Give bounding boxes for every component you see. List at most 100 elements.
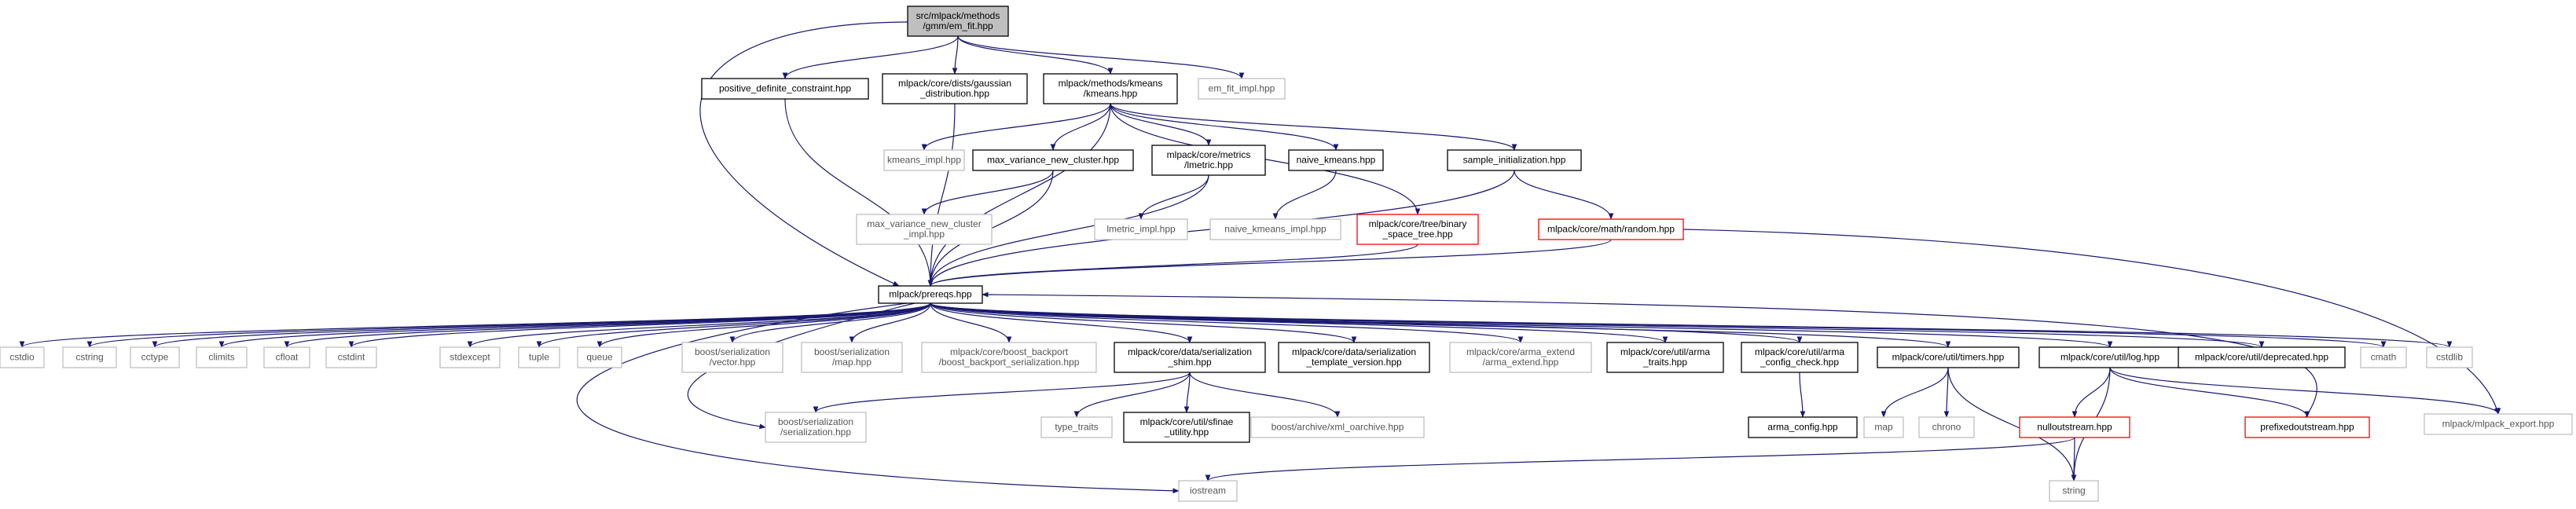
node-box: [1151, 145, 1266, 176]
node-label: /kmeans.hpp: [1084, 88, 1138, 99]
node-box: [1278, 342, 1430, 373]
node-box: [882, 73, 1028, 104]
edge-si-to-rnd: [1514, 170, 1614, 220]
node-label: /map.hpp: [832, 357, 872, 368]
node-sfu[interactable]: mlpack/core/util/sfinae_utility.hpp: [1123, 412, 1250, 443]
node-box: [2424, 413, 2573, 435]
node-box: [130, 346, 180, 368]
node-box: [196, 346, 248, 368]
node-label: mlpack/core/math/random.hpp: [1547, 224, 1675, 235]
node-box: [2244, 416, 2370, 438]
node-rnd[interactable]: mlpack/core/math/random.hpp: [1538, 218, 1684, 240]
node-box: [1114, 342, 1266, 373]
edge-pre-to-cstdio: [19, 302, 931, 348]
nodes-layer: src/mlpack/methods/gmm/em_fit.hpppositiv…: [0, 5, 2573, 502]
node-box: [263, 346, 310, 368]
node-box: [1209, 218, 1341, 240]
node-label: boost/serialization: [778, 416, 853, 427]
node-cstdlib: cstdlib: [2426, 346, 2473, 368]
node-kmimpl: kmeans_impl.hpp: [883, 149, 965, 171]
node-box: [1863, 416, 1904, 438]
node-label: mlpack/core/data/serialization: [1128, 346, 1252, 357]
node-box: [883, 149, 965, 171]
node-box: [2178, 346, 2346, 368]
node-box: [765, 412, 867, 443]
edge-nk-to-nki: [1272, 170, 1337, 220]
node-cstdint: cstdint: [325, 346, 377, 368]
node-label: nulloutstream.hpp: [2037, 422, 2112, 433]
node-si[interactable]: sample_initialization.hpp: [1447, 149, 1582, 171]
node-bst[interactable]: mlpack/core/tree/binary_space_tree.hpp: [1356, 214, 1479, 245]
edge-mvnc-to-mvnci: [921, 170, 1054, 215]
node-label: cstring: [75, 352, 103, 363]
node-cctype: cctype: [130, 346, 180, 368]
node-label: mlpack/core/util/arma: [1620, 346, 1710, 357]
node-label: cctype: [141, 352, 169, 363]
node-tim[interactable]: mlpack/core/util/timers.hpp: [1877, 346, 2020, 368]
node-box: [701, 78, 869, 100]
node-bax: boost/archive/xml_oarchive.hpp: [1250, 416, 1425, 438]
node-log[interactable]: mlpack/core/util/log.hpp: [2038, 346, 2182, 368]
node-pos[interactable]: prefixedoutstream.hpp: [2244, 416, 2370, 438]
edge-pre-to-tim: [930, 302, 1951, 348]
node-box: [1748, 416, 1858, 438]
node-label: mlpack/core/data/serialization: [1292, 346, 1416, 357]
node-mvnci: max_variance_new_cluster_impl.hpp: [856, 214, 993, 245]
node-label: mlpack/core/util/log.hpp: [2060, 352, 2160, 363]
node-label: stdexcept: [450, 352, 490, 363]
node-lm[interactable]: mlpack/core/metrics/lmetric.hpp: [1151, 145, 1266, 176]
node-label: climits: [208, 352, 234, 363]
node-dep[interactable]: mlpack/core/util/deprecated.hpp: [2178, 346, 2346, 368]
node-dstv[interactable]: mlpack/core/data/serialization_template_…: [1278, 342, 1430, 373]
node-box: [921, 342, 1097, 373]
edge-pre-to-tuple: [536, 302, 931, 348]
node-label: cstdlib: [2436, 352, 2463, 363]
node-label: cstdio: [9, 352, 35, 363]
node-root[interactable]: src/mlpack/methods/gmm/em_fit.hpp: [907, 5, 1009, 37]
node-label: naive_kmeans_impl.hpp: [1224, 224, 1327, 235]
edge-pre-to-dstv: [930, 302, 1357, 343]
node-label: boost/serialization: [695, 346, 770, 357]
node-box: [518, 346, 560, 368]
edge-dss-to-bss: [813, 372, 1191, 413]
edge-pre-to-ios: [576, 302, 1180, 494]
node-box: [2360, 346, 2407, 368]
node-box: [856, 214, 993, 245]
node-uacc[interactable]: mlpack/core/util/arma_config_check.hpp: [1741, 342, 1859, 373]
node-mvnc[interactable]: max_variance_new_cluster.hpp: [972, 149, 1134, 171]
edge-root-to-pre: [699, 21, 908, 287]
edge-pre-to-log: [930, 302, 2112, 348]
node-gd[interactable]: mlpack/core/dists/gaussian_distribution.…: [882, 73, 1028, 104]
node-nk[interactable]: naive_kmeans.hpp: [1288, 149, 1384, 171]
node-label: _utility.hpp: [1164, 427, 1209, 438]
node-label: prefixedoutstream.hpp: [2260, 422, 2354, 433]
edge-km-to-si: [1110, 103, 1517, 151]
edge-pre-to-cstdint: [348, 302, 931, 348]
node-pdc[interactable]: positive_definite_constraint.hpp: [701, 78, 869, 100]
node-label: _space_tree.hpp: [1382, 229, 1453, 240]
node-pre[interactable]: mlpack/prereqs.hpp: [878, 285, 983, 304]
edge-root-to-gd: [952, 35, 959, 75]
node-nos[interactable]: nulloutstream.hpp: [2019, 416, 2130, 438]
node-box: [972, 149, 1134, 171]
edge-pre-to-dss: [930, 302, 1193, 343]
node-label: _traits.hpp: [1642, 357, 1687, 368]
node-uat[interactable]: mlpack/core/util/arma_traits.hpp: [1606, 342, 1724, 373]
node-box: [1447, 149, 1582, 171]
edge-root-to-emimpl: [957, 35, 1245, 79]
edge-root-to-pdc: [782, 35, 959, 79]
node-box: [1449, 342, 1592, 373]
node-tuple: tuple: [518, 346, 560, 368]
node-dss[interactable]: mlpack/core/data/serialization_shim.hpp: [1114, 342, 1266, 373]
node-label: cfloat: [276, 352, 299, 363]
node-label: chrono: [1932, 422, 1961, 433]
edge-pre-to-bbs: [930, 302, 1012, 343]
node-box: [1043, 73, 1178, 104]
edge-pre-to-cstdlib: [930, 302, 2452, 348]
node-acfg[interactable]: arma_config.hpp: [1748, 416, 1858, 438]
node-bsv: boost/serialization/vector.hpp: [681, 342, 783, 373]
node-label: mlpack/core/util/deprecated.hpp: [2195, 352, 2328, 363]
node-label: map: [1874, 422, 1893, 433]
node-km[interactable]: mlpack/methods/kmeans/kmeans.hpp: [1043, 73, 1178, 104]
node-label: arma_config.hpp: [1767, 422, 1838, 433]
